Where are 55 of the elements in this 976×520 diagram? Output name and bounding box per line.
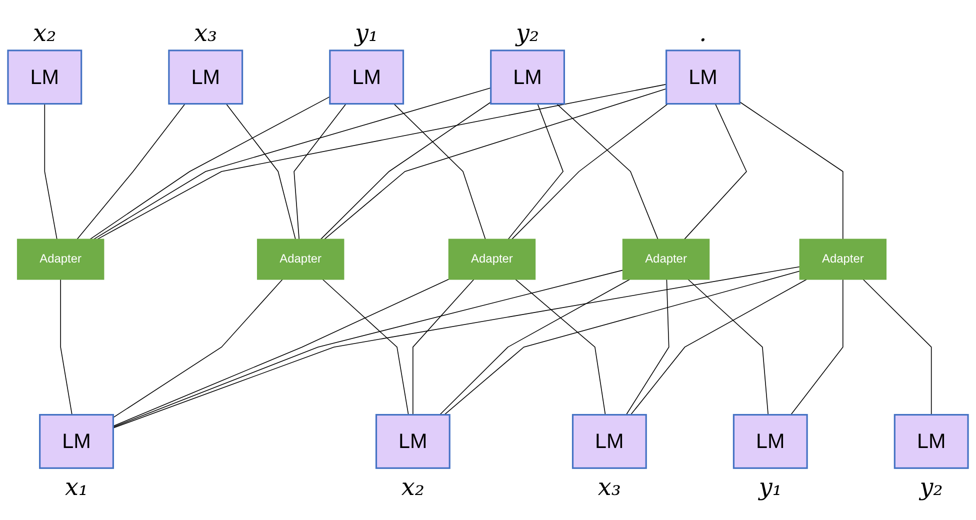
connector — [97, 84, 667, 240]
node-box: LM — [168, 50, 244, 105]
connector — [515, 278, 606, 416]
node-box: LM — [894, 414, 969, 469]
node-box: LM — [732, 414, 808, 469]
variable-label: x₃ — [598, 473, 621, 502]
variable-label: y₂ — [920, 473, 943, 502]
connector — [112, 270, 624, 428]
connector — [93, 87, 492, 240]
node-box: LM — [375, 414, 450, 469]
connector — [684, 103, 747, 240]
variable-label: y₂ — [516, 18, 540, 47]
connector — [112, 266, 800, 428]
node-box: LM — [666, 50, 740, 105]
node-box: LM — [490, 50, 565, 105]
node-box: Adapter — [16, 238, 104, 280]
connector — [508, 103, 564, 240]
connector — [556, 103, 658, 240]
connector — [512, 103, 668, 240]
connector — [393, 103, 486, 240]
connector — [688, 278, 769, 416]
connector — [294, 103, 346, 240]
node-box: LM — [39, 414, 114, 469]
variable-label: y₁ — [758, 473, 782, 502]
connector — [90, 96, 330, 240]
node-box: LM — [7, 50, 82, 105]
variable-label: x₂ — [33, 18, 56, 47]
connector — [76, 103, 186, 240]
connector — [739, 101, 844, 240]
node-box: Adapter — [448, 238, 536, 280]
connector — [324, 88, 667, 240]
node-box: Adapter — [799, 238, 887, 280]
connector — [439, 278, 630, 416]
connector — [626, 278, 670, 416]
connector — [630, 278, 808, 416]
connector — [226, 103, 296, 240]
connector — [320, 102, 492, 240]
connector — [790, 278, 844, 416]
variable-label: x₂ — [401, 473, 424, 502]
connector — [862, 278, 932, 416]
variable-label: x₃ — [194, 18, 218, 47]
variable-label: . — [699, 18, 707, 47]
variable-label: y₁ — [355, 18, 378, 47]
node-box: Adapter — [622, 238, 710, 280]
connector — [60, 278, 72, 416]
connector — [322, 278, 409, 416]
variable-label: x₁ — [64, 473, 88, 502]
connector — [112, 278, 450, 426]
node-box: LM — [329, 50, 404, 105]
node-box: Adapter — [256, 238, 344, 280]
node-box: LM — [572, 414, 647, 469]
connector — [112, 278, 283, 418]
connector — [444, 270, 800, 416]
connector — [44, 103, 58, 240]
connector — [412, 278, 474, 416]
